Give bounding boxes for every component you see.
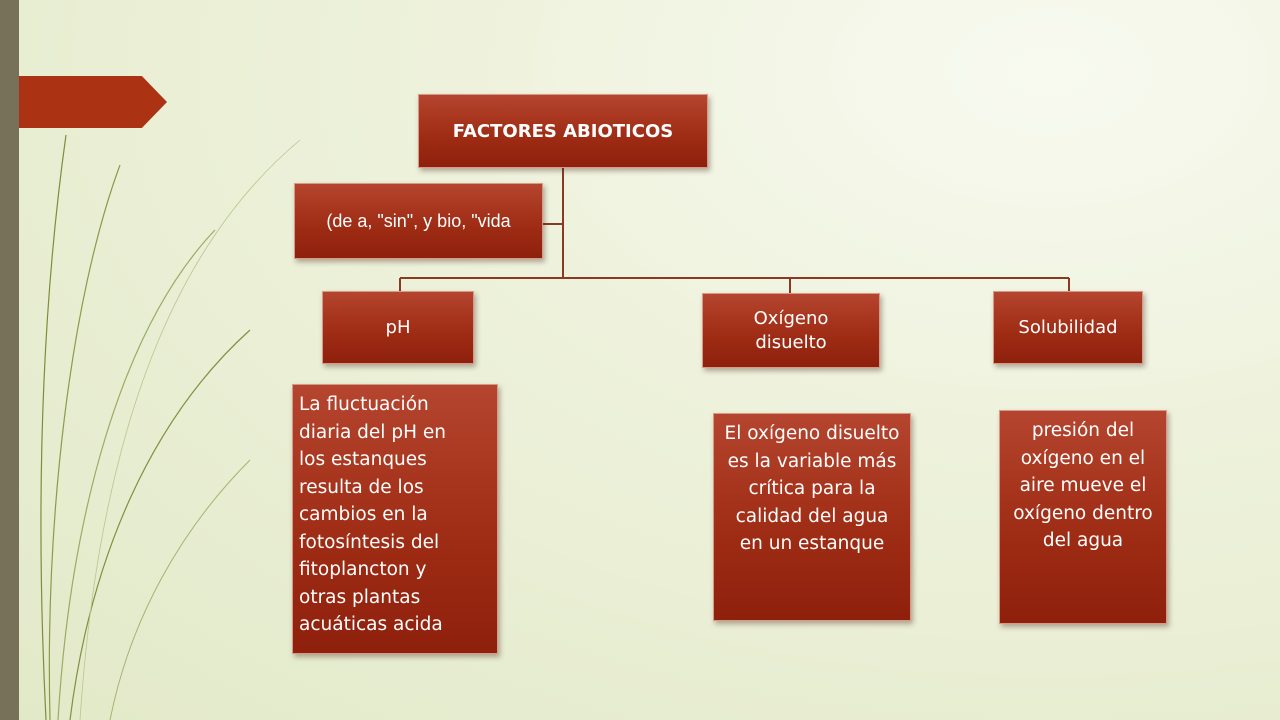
branch-label-oxigeno: Oxígeno disuelto [753,307,829,353]
branch-node-ph: pH [322,291,474,364]
branch-label-ph: pH [385,316,411,338]
root-note-node: (de a, "sin", y bio, "vida [294,183,543,259]
description-ph-text: La fluctuación diaria del pH en los esta… [299,394,446,635]
description-solubilidad: presión del oxígeno en el aire mueve el … [999,410,1167,624]
description-oxigeno-text: El oxígeno disuelto es la variable más c… [724,423,900,554]
description-solubilidad-text: presión del oxígeno en el aire mueve el … [1013,420,1153,551]
root-note-label: (de a, "sin", y bio, "vida [326,211,511,231]
description-oxigeno: El oxígeno disuelto es la variable más c… [713,413,911,621]
branch-label-solubilidad: Solubilidad [1018,316,1118,338]
slide-side-bar [0,0,19,720]
root-node: FACTORES ABIOTICOS [418,94,708,168]
description-ph: La fluctuación diaria del pH en los esta… [292,384,498,654]
root-node-label: FACTORES ABIOTICOS [452,120,674,142]
branch-node-solubilidad: Solubilidad [993,291,1143,364]
branch-node-oxigeno: Oxígeno disuelto [702,293,880,368]
accent-arrow-tab [19,76,167,128]
